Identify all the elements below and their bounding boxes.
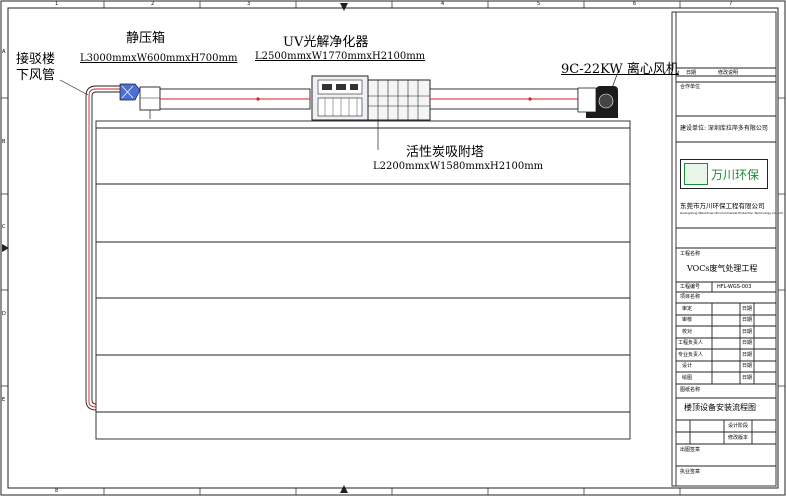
row-label-e: E bbox=[2, 397, 6, 403]
tb-partner: 合作单位 bbox=[680, 84, 701, 90]
tb-drawing-label: 图纸名称 bbox=[680, 387, 701, 393]
title-block bbox=[671, 11, 777, 487]
col-label-2: 2 bbox=[151, 1, 155, 7]
col-label-1: 1 bbox=[55, 1, 59, 7]
tb-sign-4: 专业负责人 bbox=[678, 352, 704, 358]
carbon-tower-label: 活性炭吸附塔 bbox=[406, 145, 485, 160]
static-box-label: 静压箱 bbox=[126, 31, 166, 46]
tb-project-no: HFL-WGS-003 bbox=[717, 284, 752, 290]
elbow-fitting bbox=[119, 83, 141, 101]
logo-icon bbox=[684, 163, 708, 185]
uv-purifier bbox=[311, 75, 369, 121]
centrifugal-fan bbox=[577, 71, 619, 118]
tb-project-name-label: 工程名称 bbox=[680, 251, 701, 257]
company-logo: 万川环保 bbox=[680, 159, 768, 189]
left-center-arrow bbox=[2, 244, 9, 252]
static-pressure-box bbox=[139, 86, 161, 119]
tb-company-en: Guangdong WanChuan Environmental Protect… bbox=[680, 211, 783, 215]
tb-sign-5: 设计 bbox=[682, 363, 693, 369]
row-label-d: D bbox=[2, 311, 6, 317]
duct-tower-to-fan bbox=[429, 88, 579, 110]
tb-sign-2: 校对 bbox=[682, 329, 693, 335]
tb-issue-stamp: 出图签章 bbox=[680, 447, 701, 453]
row-label-a: A bbox=[2, 49, 6, 55]
carbon-tower-dim: L2200mmxW1580mmxH2100mm bbox=[373, 161, 544, 172]
tb-sign-0: 审定 bbox=[682, 306, 693, 312]
carbon-tower bbox=[367, 79, 431, 150]
tb-project-name: VOCs废气处理工程 bbox=[687, 264, 758, 273]
static-box-dim: L3000mmxW600mmxH700mm bbox=[80, 53, 238, 64]
tb-date-6: 日期 bbox=[742, 375, 753, 381]
tb-sign-1: 审核 bbox=[682, 317, 693, 323]
tb-sign-3: 工程负责人 bbox=[678, 340, 704, 346]
bottom-center-arrow bbox=[340, 485, 348, 493]
tb-revision-version: 修改版本 bbox=[728, 435, 749, 441]
col-label-7: 7 bbox=[729, 1, 733, 7]
tb-date: 日期 bbox=[686, 70, 697, 76]
col-label-5: 5 bbox=[537, 1, 541, 7]
col-label-6: 6 bbox=[633, 1, 637, 7]
fan-label: 9C-22KW 离心风机 bbox=[561, 62, 679, 77]
col-label-3: 3 bbox=[247, 1, 251, 7]
duct-label-leader bbox=[59, 79, 89, 96]
tb-design-stage: 设计阶段 bbox=[728, 423, 749, 429]
logo-text: 万川环保 bbox=[711, 168, 760, 182]
tb-exec-stamp: 执业签章 bbox=[680, 469, 701, 475]
row-label-c: C bbox=[2, 224, 6, 230]
tb-date-2: 日期 bbox=[742, 329, 753, 335]
tb-date-1: 日期 bbox=[742, 317, 753, 323]
tb-drawing-name: 楼顶设备安装流程图 bbox=[684, 403, 756, 412]
uv-purifier-dim: L2500mmxW1770mmxH2100mm bbox=[255, 51, 426, 62]
duct-label-line1: 接驳楼 bbox=[16, 52, 56, 67]
tb-date-3: 日期 bbox=[742, 340, 753, 346]
building bbox=[95, 120, 631, 440]
tb-date-5: 日期 bbox=[742, 363, 753, 369]
tb-sub-item-label: 项目名称 bbox=[680, 294, 701, 300]
tb-sign-6: 绘图 bbox=[682, 375, 693, 381]
tb-date-0: 日期 bbox=[742, 306, 753, 312]
uv-purifier-label: UV光解净化器 bbox=[283, 35, 369, 50]
col-label-8: 8 bbox=[55, 488, 59, 494]
duct-static-to-uv bbox=[159, 88, 311, 110]
top-center-arrow bbox=[340, 3, 348, 11]
riser-duct bbox=[59, 79, 120, 411]
tb-date-4: 日期 bbox=[742, 352, 753, 358]
duct-label-line2: 下风管 bbox=[16, 68, 56, 83]
col-label-4: 4 bbox=[441, 1, 445, 7]
tb-revision: 修改说明 bbox=[718, 70, 739, 76]
tb-client: 建设单位: 深圳库拉岸多有限公司 bbox=[680, 125, 768, 132]
tb-company: 东莞市万川环保工程有限公司 bbox=[680, 202, 765, 210]
row-label-b: B bbox=[2, 139, 6, 145]
tb-project-no-label: 工程编号 bbox=[680, 284, 701, 290]
